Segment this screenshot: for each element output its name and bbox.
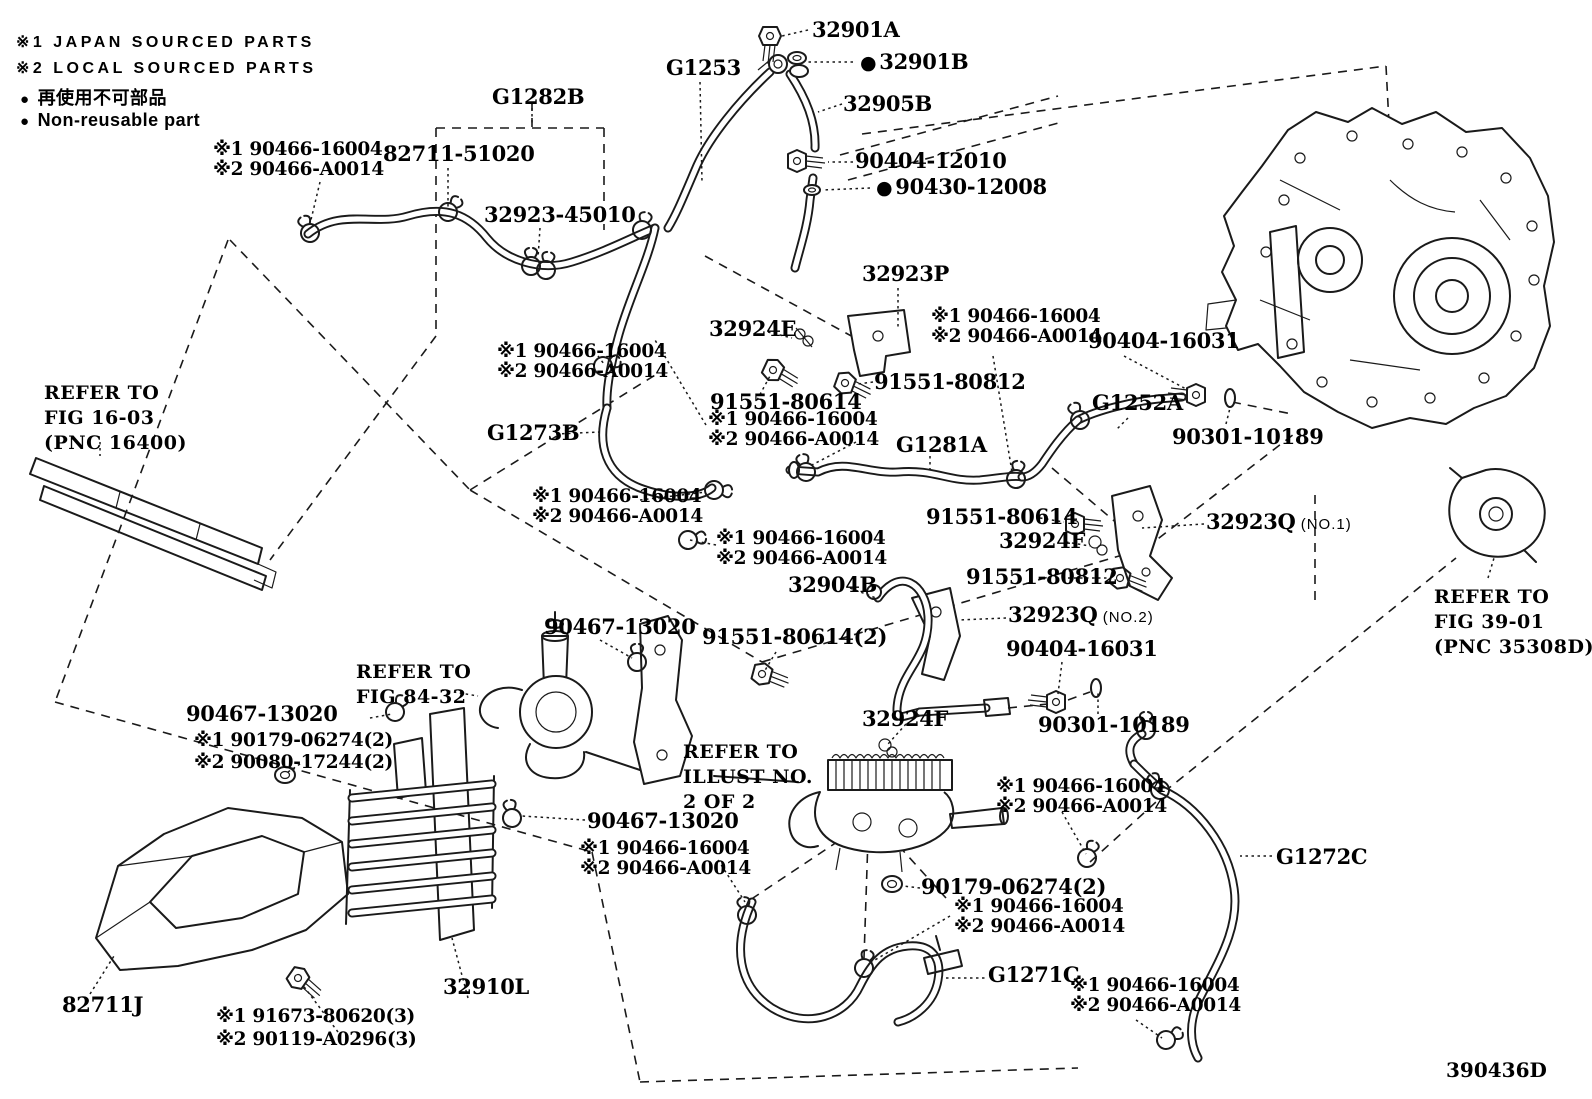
reference-note: REFER TO FIG 84-32 (356, 661, 472, 708)
part-label-G1282B: G1282B (492, 84, 585, 109)
legend-local-sourced: ※2 LOCAL SOURCED PARTS (16, 60, 317, 77)
part-label-G1273B: G1273B (487, 420, 580, 445)
part-label-19046616004: ※1 90466-16004 (931, 306, 1101, 327)
part-label-8271151020: 82711-51020 (383, 141, 535, 166)
reference-note: REFER TO ILLUST NO. 2 OF 2 (683, 741, 814, 813)
diagram-number: 390436D (1446, 1058, 1547, 1082)
part-label-suffix: (NO.1) (1295, 516, 1352, 533)
part-label-19046616004: ※1 90466-16004 (497, 341, 667, 362)
part-label-32923Q: 32923Q (NO.2) (1008, 602, 1154, 627)
part-label-9030110189: 90301-10189 (1038, 712, 1190, 737)
part-label-32905B: 32905B (843, 91, 933, 116)
part-label-82711J: 82711J (62, 992, 144, 1017)
part-label-19046616004: ※1 90466-16004 (532, 486, 702, 507)
part-label-19046616004: ※1 90466-16004 (213, 139, 383, 160)
leader-lines (89, 29, 1495, 1039)
non-reusable-bullet-icon: ● (876, 177, 893, 199)
part-label-32923P: 32923P (862, 261, 950, 286)
part-label-290466A0014: ※2 90466-A0014 (213, 159, 384, 180)
part-label-90179062742: 90179-06274(2) (921, 874, 1107, 899)
water-pump-drawing (479, 611, 693, 785)
part-label-19046616004: ※1 90466-16004 (708, 409, 878, 430)
part-label-290466A0014: ※2 90466-A0014 (954, 916, 1125, 937)
part-label-32901A: 32901A (812, 17, 900, 42)
part-label-32904B: 32904B (788, 572, 878, 597)
valve-unit-drawing (788, 753, 1009, 873)
part-label-290466A0014: ※2 90466-A0014 (708, 429, 879, 450)
part-label-91551806142: 91551-80614(2) (702, 624, 888, 649)
transmission-drawing (1205, 107, 1555, 429)
part-label-290466A0014: ※2 90466-A0014 (931, 326, 1102, 347)
part-label-290466A0014: ※2 90466-A0014 (532, 506, 703, 527)
part-label-9155180812: 91551-80812 (966, 564, 1118, 589)
bullet-icon: ● (20, 113, 30, 130)
part-label-19046616004: ※1 90466-16004 (716, 528, 886, 549)
reference-note: REFER TO FIG 39-01 (PNC 35308D) (1434, 586, 1592, 658)
part-label-9030110189: 90301-10189 (1172, 424, 1324, 449)
part-label-290466A0014: ※2 90466-A0014 (1070, 995, 1241, 1016)
part-label-32924E: 32924E (709, 316, 797, 341)
part-label-290466A0014: ※2 90466-A0014 (580, 858, 751, 879)
part-label-19046616004: ※1 90466-16004 (580, 838, 750, 859)
part-label-290466A0014: ※2 90466-A0014 (996, 796, 1167, 817)
part-label-9046713020: 90467-13020 (544, 614, 696, 639)
part-label-9155180812: 91551-80812 (874, 369, 1026, 394)
part-label-9040416031: 90404-16031 (1088, 328, 1240, 353)
fitting-drawings (757, 51, 1236, 698)
part-label-19046616004: ※1 90466-16004 (1070, 975, 1240, 996)
legend-non-reusable-jp: ●再使用不可部品 (20, 88, 168, 108)
legend-non-reusable-en: ●Non-reusable part (20, 110, 201, 130)
part-label-32924F: 32924F (999, 528, 1086, 553)
part-label-9040412010: 90404-12010 (855, 148, 1007, 173)
part-label-9155180614: 91551-80614 (710, 389, 862, 414)
part-label-G1271C: G1271C (988, 962, 1080, 987)
part-label-290466A0014: ※2 90466-A0014 (497, 361, 668, 382)
radiator-pipe-drawing (29, 457, 277, 591)
oil-pump-drawing (1448, 467, 1546, 563)
part-label-32901B: ●32901B (860, 49, 969, 74)
part-label-290119A02963: ※2 90119-A0296(3) (216, 1029, 417, 1050)
hose-drawings (303, 67, 1240, 1063)
part-label-9046713020: 90467-13020 (587, 808, 739, 833)
part-label-G1281A: G1281A (896, 432, 987, 457)
part-label-32924F: 32924F (862, 706, 949, 731)
part-label-190179062742: ※1 90179-06274(2) (194, 730, 393, 751)
part-label-3292345010: 32923-45010 (484, 202, 636, 227)
legend-japan-sourced: ※1 JAPAN SOURCED PARTS (16, 34, 315, 51)
part-label-191673806203: ※1 91673-80620(3) (216, 1006, 415, 1027)
part-label-G1272C: G1272C (1276, 844, 1368, 869)
part-label-290466A0014: ※2 90466-A0014 (716, 548, 887, 569)
non-reusable-bullet-icon: ● (860, 52, 877, 74)
part-label-9043012008: ●90430-12008 (876, 174, 1047, 199)
part-label-G1252A: G1252A (1092, 390, 1183, 415)
bullet-icon: ● (20, 91, 30, 108)
part-label-G1253: G1253 (666, 55, 741, 80)
part-label-19046616004: ※1 90466-16004 (996, 776, 1166, 797)
part-label-suffix: (NO.2) (1097, 609, 1154, 626)
part-label-32923Q: 32923Q (NO.1) (1206, 509, 1352, 534)
reference-note: REFER TO FIG 16-03 (PNC 16400) (44, 382, 187, 454)
part-label-9046713020: 90467-13020 (186, 701, 338, 726)
part-label-19046616004: ※1 90466-16004 (954, 896, 1124, 917)
part-label-32910L: 32910L (443, 974, 530, 999)
part-label-290080172442: ※2 90080-17244(2) (194, 752, 393, 773)
air-duct-drawing (95, 807, 349, 971)
part-label-9040416031: 90404-16031 (1006, 636, 1158, 661)
part-label-9155180614: 91551-80614 (926, 504, 1078, 529)
oil-cooler-drawing (345, 707, 497, 941)
